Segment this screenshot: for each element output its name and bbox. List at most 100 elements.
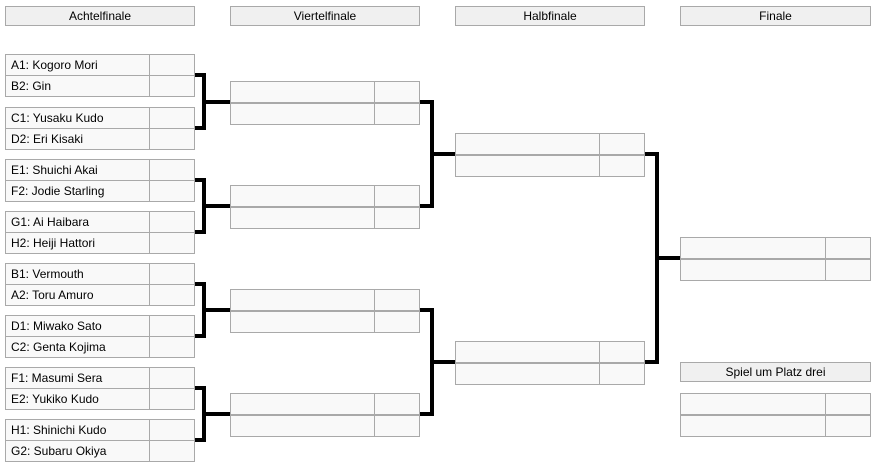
score-cell [374,186,419,206]
team-slot [231,102,419,124]
team-name [231,104,374,124]
match-third-place [680,393,871,437]
score-cell [149,316,194,336]
connector-segment [206,100,230,104]
team-name [456,364,599,384]
team-slot: D1: Miwako Sato [6,316,194,336]
score-cell [374,82,419,102]
team-slot: F2: Jodie Starling [6,180,194,201]
connector-segment [434,360,455,364]
match-r16-2: C1: Yusaku Kudo D2: Eri Kisaki [5,107,195,150]
match-r16-1: A1: Kogoro Mori B2: Gin [5,54,195,97]
connector-segment [195,230,206,234]
team-slot [456,154,644,176]
team-name [456,156,599,176]
match-qf-4 [230,393,420,437]
match-r16-5: B1: Vermouth A2: Toru Amuro [5,263,195,306]
round-header-achtelfinale: Achtelfinale [5,6,195,26]
team-name: C1: Yusaku Kudo [11,111,104,125]
match-qf-2 [230,185,420,229]
team-name: B2: Gin [11,79,52,93]
match-r16-7: F1: Masumi Sera E2: Yukiko Kudo [5,367,195,410]
team-name [231,208,374,228]
connector-segment [206,204,230,208]
team-slot [231,82,419,102]
team-name: H1: Shinichi Kudo [11,423,107,437]
team-slot [681,238,870,258]
connector-segment [655,152,659,364]
score-cell [149,285,194,305]
connector-segment [195,126,206,130]
team-slot: B1: Vermouth [6,264,194,284]
team-name [456,342,599,362]
team-slot: G1: Ai Haibara [6,212,194,232]
score-cell [149,264,194,284]
connector-segment [195,282,206,286]
team-slot [231,206,419,228]
team-slot [456,342,644,362]
score-cell [149,389,194,409]
score-cell [149,55,194,75]
match-sf-1 [455,133,645,177]
round-header-halbfinale: Halbfinale [455,6,645,26]
match-final [680,237,871,281]
round-header-finale: Finale [680,6,871,26]
match-r16-6: D1: Miwako Sato C2: Genta Kojima [5,315,195,358]
team-slot: E1: Shuichi Akai [6,160,194,180]
connector-segment [202,282,206,338]
connector-segment [202,73,206,130]
team-name [231,394,374,414]
connector-segment [420,308,434,312]
team-name: G1: Ai Haibara [11,215,90,229]
score-cell [825,238,870,258]
score-cell [599,364,644,384]
connector-segment [206,412,230,416]
match-qf-1 [230,81,420,125]
team-name: F1: Masumi Sera [11,371,103,385]
match-sf-2 [455,341,645,385]
score-cell [825,260,870,280]
team-name [681,260,825,280]
score-cell [374,416,419,436]
score-cell [149,108,194,128]
connector-segment [645,360,659,364]
connector-segment [195,438,206,442]
score-cell [374,312,419,332]
match-r16-3: E1: Shuichi Akai F2: Jodie Starling [5,159,195,202]
team-name: G2: Subaru Okiya [11,444,107,458]
team-slot: H2: Heiji Hattori [6,232,194,253]
connector-segment [430,100,434,208]
connector-segment [420,204,434,208]
score-cell [149,441,194,461]
team-slot: G2: Subaru Okiya [6,440,194,461]
team-name: B1: Vermouth [11,267,84,281]
team-slot [681,394,870,414]
team-slot: B2: Gin [6,75,194,96]
score-cell [599,342,644,362]
connector-segment [420,100,434,104]
team-name: D2: Eri Kisaki [11,132,84,146]
team-name: A1: Kogoro Mori [11,58,98,72]
team-slot [456,134,644,154]
score-cell [149,181,194,201]
team-slot: D2: Eri Kisaki [6,128,194,149]
team-name [231,82,374,102]
score-cell [599,156,644,176]
team-slot [681,258,870,280]
match-qf-3 [230,289,420,333]
connector-segment [645,152,659,156]
score-cell [599,134,644,154]
score-cell [149,76,194,96]
team-name: D1: Miwako Sato [11,319,102,333]
score-cell [149,129,194,149]
team-slot: H1: Shinichi Kudo [6,420,194,440]
team-slot [231,394,419,414]
team-name [231,186,374,206]
team-name [681,416,825,436]
team-slot [681,414,870,436]
score-cell [149,212,194,232]
round-header-viertelfinale: Viertelfinale [230,6,420,26]
team-slot: E2: Yukiko Kudo [6,388,194,409]
team-slot [231,186,419,206]
